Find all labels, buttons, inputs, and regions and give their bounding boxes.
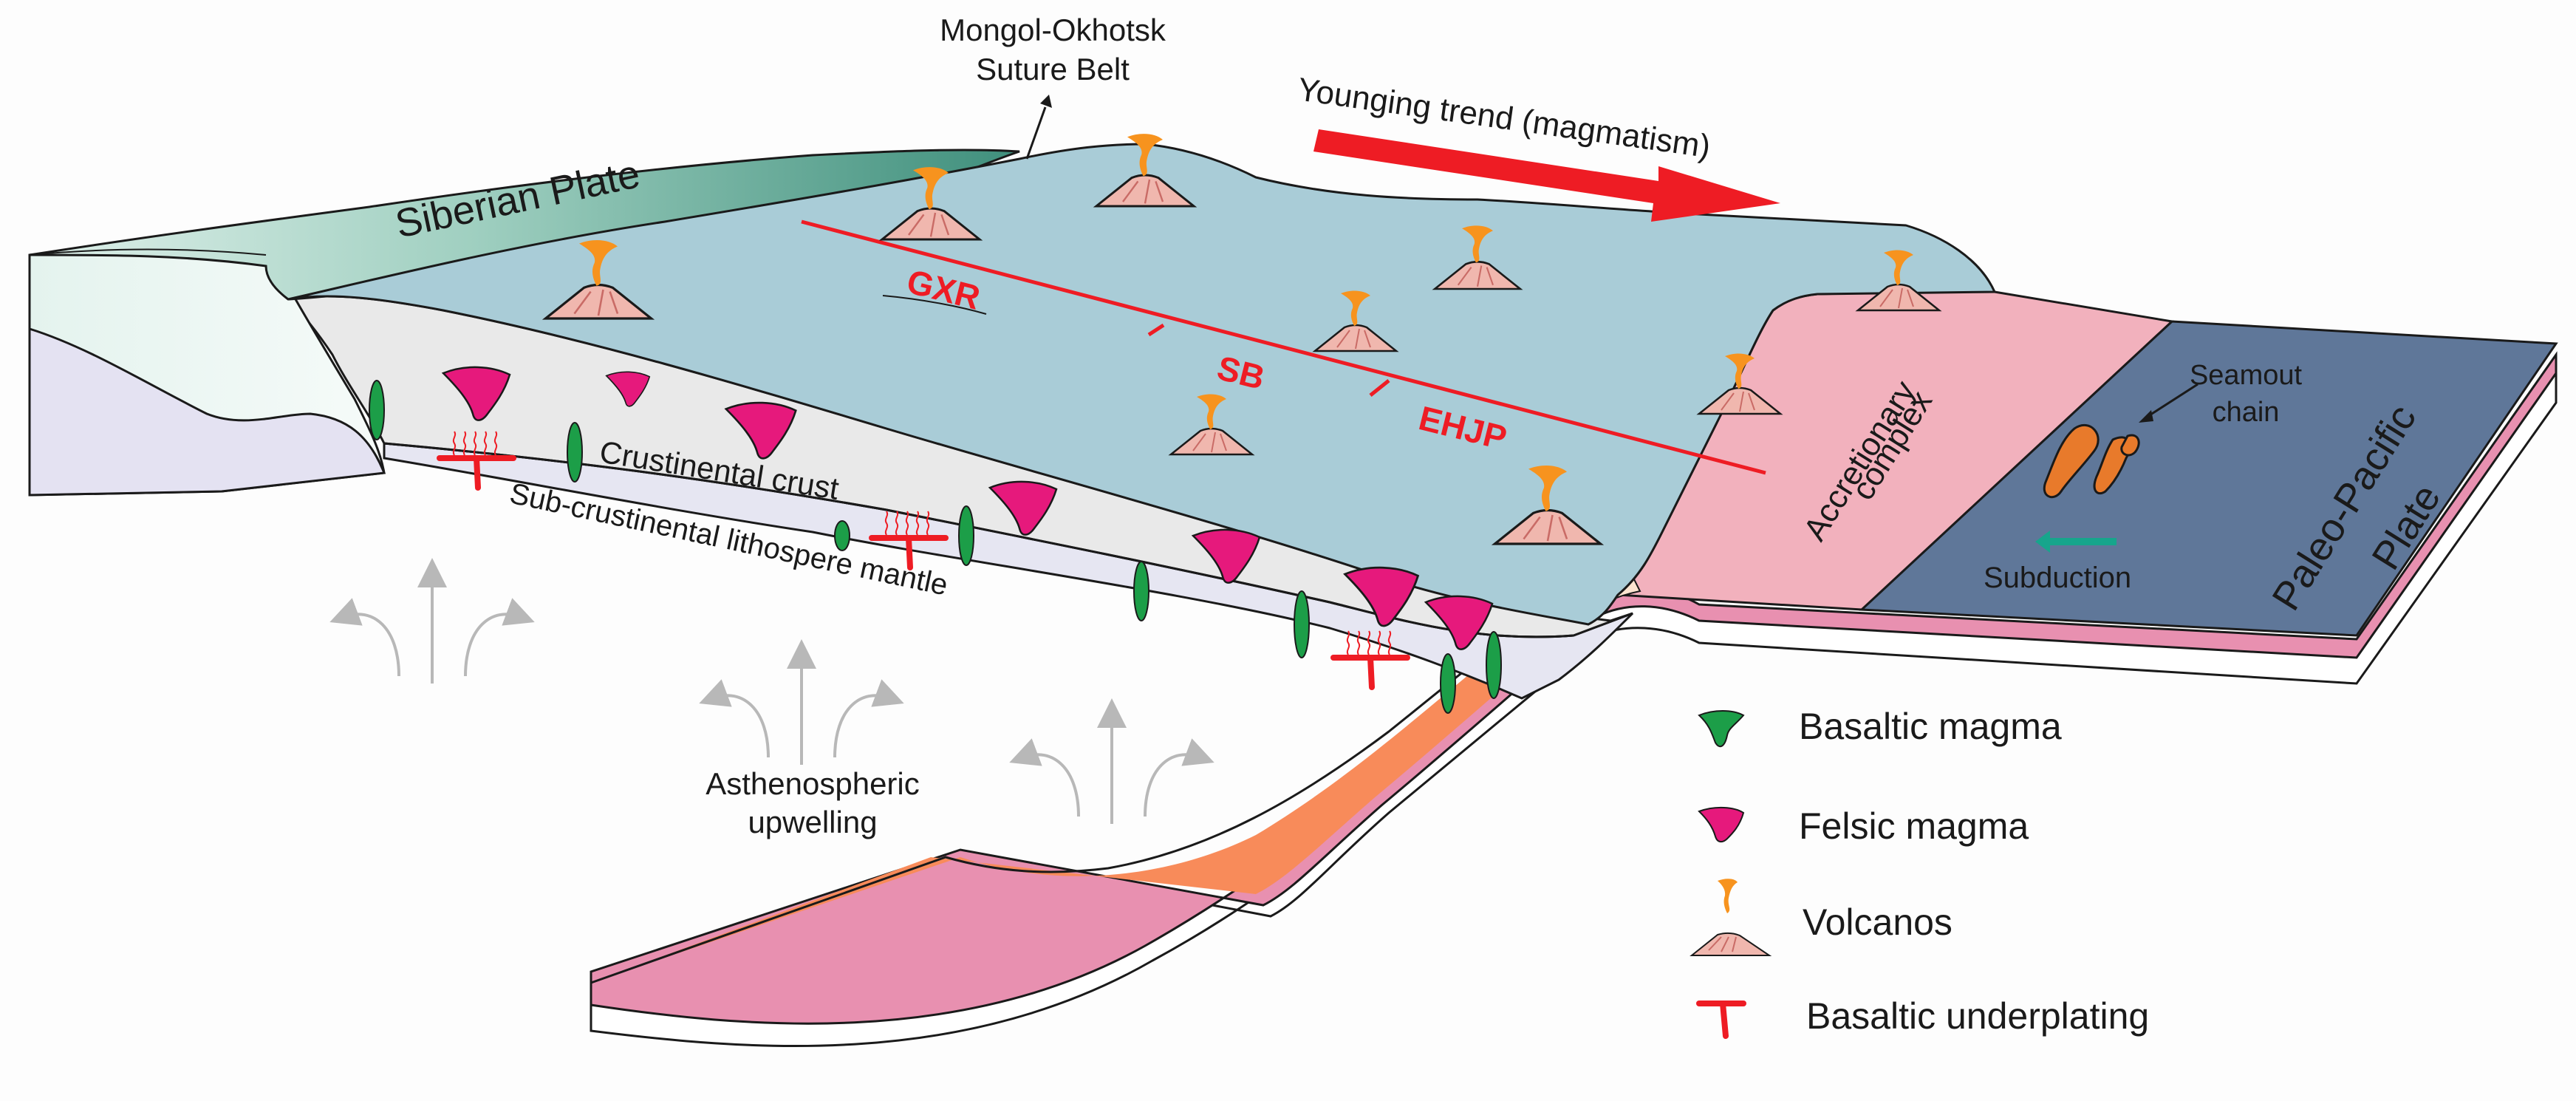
felsic-magma-body bbox=[1424, 595, 1494, 650]
seamount-label-line1: Seamout bbox=[2190, 360, 2303, 391]
basaltic-magma-body bbox=[1440, 653, 1456, 714]
tectonic-boundaries bbox=[801, 219, 1766, 475]
volcano bbox=[1696, 353, 1783, 415]
felsic-magma-body bbox=[724, 401, 797, 460]
felsic-magma-body bbox=[1343, 566, 1420, 627]
felsic-magma-body bbox=[988, 480, 1058, 536]
volcano bbox=[1491, 465, 1605, 545]
suture-pointer bbox=[1025, 106, 1047, 160]
underplating-body bbox=[869, 511, 949, 570]
upwelling-arrow-set bbox=[1009, 698, 1214, 824]
seamount-chain bbox=[2043, 383, 2199, 499]
legend bbox=[1690, 710, 1772, 1039]
volcano bbox=[1312, 290, 1399, 352]
basaltic-magma-body bbox=[567, 422, 583, 483]
subduction-label: Subduction bbox=[1984, 562, 2131, 594]
basaltic-magma-body bbox=[834, 520, 850, 551]
volcano bbox=[1855, 250, 1942, 312]
subduction-arrow bbox=[2035, 531, 2117, 553]
volcano bbox=[1093, 134, 1198, 208]
asthenospheric-upwelling-arrows bbox=[329, 558, 1214, 824]
upwelling-arrow-set bbox=[329, 558, 535, 684]
basaltic-magma-group bbox=[369, 380, 1502, 714]
volcano bbox=[541, 239, 655, 320]
legend-label-basaltic: Basaltic magma bbox=[1799, 706, 2062, 747]
volcano-group bbox=[541, 134, 1942, 545]
basaltic-magma-body bbox=[1133, 561, 1149, 621]
legend-label-underplating: Basaltic underplating bbox=[1806, 995, 2149, 1037]
underplating-group bbox=[437, 431, 1410, 690]
suture-label-line1: Mongol-Okhotsk bbox=[940, 13, 1166, 47]
basaltic-underplating-icon bbox=[1696, 1001, 1746, 1039]
paleo-pacific-plate bbox=[1587, 320, 2558, 685]
volcano bbox=[1168, 394, 1255, 456]
asthenosphere-label-line2: upwelling bbox=[748, 805, 877, 839]
volcano bbox=[1432, 225, 1523, 290]
felsic-magma-body bbox=[1191, 528, 1261, 584]
seamount-label-line2: chain bbox=[2213, 397, 2280, 428]
basaltic-magma-body bbox=[1294, 590, 1310, 658]
legend-label-volcanos: Volcanos bbox=[1803, 901, 1953, 943]
underplating-body bbox=[1330, 630, 1410, 690]
basaltic-magma-icon bbox=[1698, 710, 1745, 748]
legend-label-felsic: Felsic magma bbox=[1799, 805, 2029, 847]
volcano bbox=[878, 167, 983, 241]
felsic-magma-body bbox=[441, 366, 511, 421]
asthenosphere-label-line1: Asthenospheric bbox=[706, 766, 920, 801]
basaltic-magma-body bbox=[1486, 631, 1502, 699]
basaltic-magma-body bbox=[369, 380, 385, 440]
suture-label-line2: Suture Belt bbox=[976, 52, 1130, 86]
underplating-body bbox=[437, 431, 516, 491]
felsic-magma-group bbox=[441, 366, 1494, 650]
felsic-magma-icon bbox=[1698, 807, 1745, 843]
younging-trend-arrow bbox=[1313, 129, 1780, 222]
felsic-magma-body bbox=[605, 371, 651, 407]
plateau-surface bbox=[287, 143, 1997, 626]
basaltic-magma-body bbox=[958, 505, 974, 566]
upwelling-arrow-set bbox=[699, 639, 904, 765]
siberian-plate bbox=[29, 149, 1020, 301]
volcano-icon bbox=[1690, 879, 1772, 956]
